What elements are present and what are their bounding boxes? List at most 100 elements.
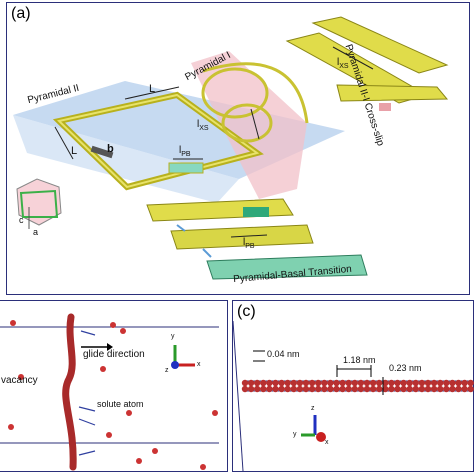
panel-c: (c) 0.04 nm 1.18 nm 0.23 nm z y x [232,300,474,472]
atom [449,385,456,393]
atom [333,385,340,393]
basal-segment [168,162,204,174]
lpb-main-sub: PB [181,151,191,158]
panel-b-figure [0,313,219,471]
atom-row [241,379,474,393]
pointer-arrow [78,406,96,412]
panel-b: vacancy glide direction solute atom y z … [0,300,228,472]
atom-band-3 [336,84,449,102]
atom [455,385,462,393]
vacancy-label: vacancy [1,375,38,386]
transition-arrow-2 [202,248,212,258]
atom [308,379,316,387]
solute-atom [18,374,24,380]
atom [339,385,346,393]
atom-band-4 [146,198,294,222]
atom [363,385,371,393]
pyramidal-ii-plane-lower [13,115,239,203]
atom [241,379,249,387]
dim-L-left [54,126,74,160]
atom [357,385,365,393]
atom [333,379,340,387]
lxs-right-sub: XS [339,63,349,70]
hcp-cell-plane [19,189,59,218]
basal-region-1 [243,207,269,217]
atom [327,385,334,393]
atom [461,379,468,387]
dim-label-004: 0.04 nm [267,349,300,359]
atom [254,385,261,393]
lpb-main-label: lPB [179,145,191,158]
solute-atom [200,464,206,470]
cross-slip-arc [202,62,309,124]
atom [412,385,419,393]
atom [467,385,474,393]
atom [424,379,432,387]
solute-atom [100,366,106,372]
solute-atom [8,424,14,430]
atom [376,385,383,393]
atom [412,379,419,387]
atom [284,385,291,393]
lpb-lower-letter: l [243,237,246,248]
panel-a-label: (a) [11,5,31,22]
panel-c-figure [233,320,474,472]
atom [327,379,334,387]
atom [418,379,426,387]
atom [315,379,322,387]
atom [308,385,316,393]
atom [437,379,444,387]
atom [400,379,407,387]
atom [345,379,352,387]
atom [437,385,444,393]
L-left-label: L [71,145,78,157]
burgers-bar [90,145,114,159]
atom [290,385,297,393]
atom [296,379,304,387]
solute-atom [10,320,16,326]
lxs-main-sub: XS [199,125,209,132]
atom [443,385,450,393]
atom [455,379,462,387]
glide-direction-label: glide direction [83,349,145,360]
atom [278,379,285,387]
panel-c-label: (c) [237,303,256,320]
hex-a-label: a [33,227,39,237]
solute-atom [110,322,116,328]
solute-atom [106,432,112,438]
atom [406,385,413,393]
atom [247,379,255,387]
atom [376,379,383,387]
atom-band-2 [311,16,449,74]
atom [254,379,261,387]
solute-atom [212,410,218,416]
atom [284,379,291,387]
solute-atom [126,410,132,416]
solute-atom [152,448,158,454]
lpb-lower-label: lPB [243,237,255,250]
atom [272,385,279,393]
atom [272,379,279,387]
axis-y-label: y [293,431,297,438]
atom [369,385,377,393]
panel-a: (a) Pyramidal II Pyramidal I Pyramidal I… [6,2,470,295]
atom [467,379,474,387]
panel-a-figure [13,16,449,280]
atom [339,379,346,387]
atom [449,379,456,387]
atom [424,385,432,393]
atom [345,385,352,393]
lxs-right-label: lXS [337,57,349,70]
lxs-main-label: lXS [197,119,209,132]
cross-slip-loop-2 [221,103,273,143]
atom [394,385,401,393]
atom [418,385,426,393]
atom [461,385,468,393]
atom [321,385,328,393]
atom [443,379,450,387]
solute-atom-label: solute atom [97,399,144,409]
atom [321,379,328,387]
atom [388,385,395,393]
pointer-arrow [78,418,96,426]
dim-L-top [124,86,180,100]
